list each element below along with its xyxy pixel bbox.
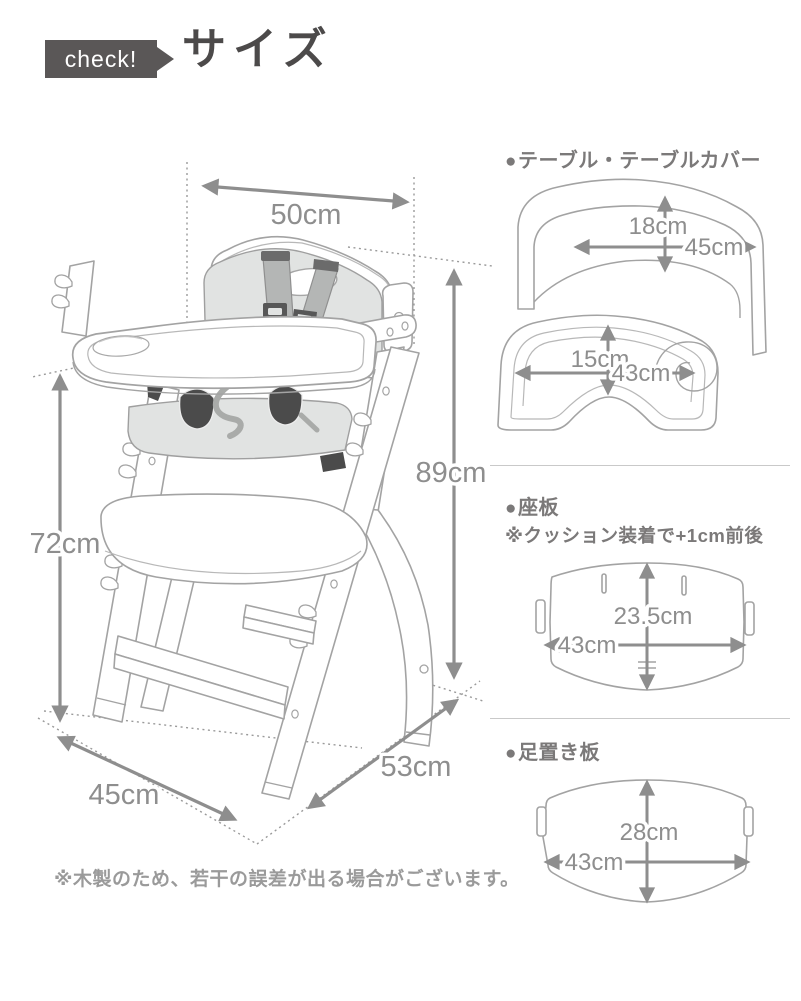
section-heading-table: ●テーブル・テーブルカバー [505, 144, 761, 173]
side-notch-right [743, 806, 754, 837]
arrow-base-depth [306, 698, 460, 810]
dim-footrest-width: 43cm [565, 849, 624, 876]
page-title: サイズ [182, 25, 334, 74]
front-right-leg [261, 346, 420, 800]
rail-hole [401, 321, 409, 331]
dim-footrest-depth: 28cm [620, 819, 679, 846]
dim-cover-width: 45cm [685, 234, 744, 261]
tray-inner-rim [87, 325, 365, 379]
section-heading-seat: ●座板 [505, 491, 559, 520]
crotch-bumper-left [178, 388, 215, 430]
seat-board-diagram: 23.5cm 43cm [535, 562, 755, 691]
strap-cap-right [313, 259, 339, 272]
side-notch-right [744, 601, 755, 636]
section-divider [490, 465, 790, 466]
crotch-strap [212, 384, 244, 439]
backrest-top-edge [213, 241, 392, 294]
high-chair-illustration: 50cm 89cm 72cm 45cm 53cm [26, 162, 493, 845]
dim-total-height: 89cm [416, 457, 487, 489]
rail-hole [386, 327, 394, 337]
dim-base-depth: 53cm [381, 751, 452, 783]
section-divider [490, 718, 790, 719]
dim-top-width: 50cm [271, 199, 342, 231]
buckle-slot-left [268, 308, 282, 315]
dim-seat-width: 43cm [558, 632, 617, 659]
section-heading-table-label: テーブル・テーブルカバー [517, 150, 761, 172]
table-cover-diagram: 18cm 45cm 15cm 43cm [497, 178, 767, 431]
side-notch-left [536, 806, 547, 837]
dim-tray-height: 72cm [30, 528, 101, 560]
arrow-top-width [201, 178, 410, 210]
dim-tray-width: 43cm [612, 360, 671, 387]
footrest-lip [104, 550, 362, 575]
seat-dark-bracket [320, 452, 346, 472]
section-bullet-icon: ● [505, 151, 517, 172]
strap-slot-left [601, 573, 607, 594]
check-badge: check! [45, 40, 174, 78]
mini-strap [298, 412, 320, 433]
tray-front-band [72, 361, 376, 395]
dim-seat-depth: 23.5cm [614, 603, 693, 630]
strap-slot-right [681, 575, 687, 596]
dim-cover-depth: 18cm [629, 213, 688, 240]
strap-cap-left [261, 251, 290, 261]
arrow-base-width [56, 735, 238, 822]
badge-arrow-icon [157, 47, 174, 71]
section-heading-footrest: ●足置き板 [505, 736, 600, 765]
section-heading-footrest-label: 足置き板 [517, 742, 600, 764]
section-heading-seat-label: 座板 [517, 497, 559, 519]
footrest-board [100, 493, 368, 585]
tray-recess [92, 335, 150, 357]
climbing-steps [113, 604, 317, 720]
seat-cushion-note: ※クッション装着で+1cm前後 [505, 525, 764, 546]
table-cover-outline [517, 178, 767, 356]
arc-hole [419, 664, 429, 674]
dim-base-width: 45cm [89, 779, 160, 811]
tray-recess-accent [98, 336, 143, 343]
footrest-board-diagram: 28cm 43cm [536, 779, 754, 904]
section-bullet-icon: ● [505, 743, 517, 764]
check-badge-label: check! [64, 45, 138, 72]
chair-line-art [51, 235, 434, 800]
wood-tolerance-footnote: ※木製のため、若干の誤差が出る場合がございます。 [54, 869, 520, 890]
chair-dimensions: 50cm 89cm 72cm 45cm 53cm [26, 178, 490, 822]
section-bullet-icon: ● [505, 498, 517, 519]
side-notch-left [535, 599, 546, 634]
